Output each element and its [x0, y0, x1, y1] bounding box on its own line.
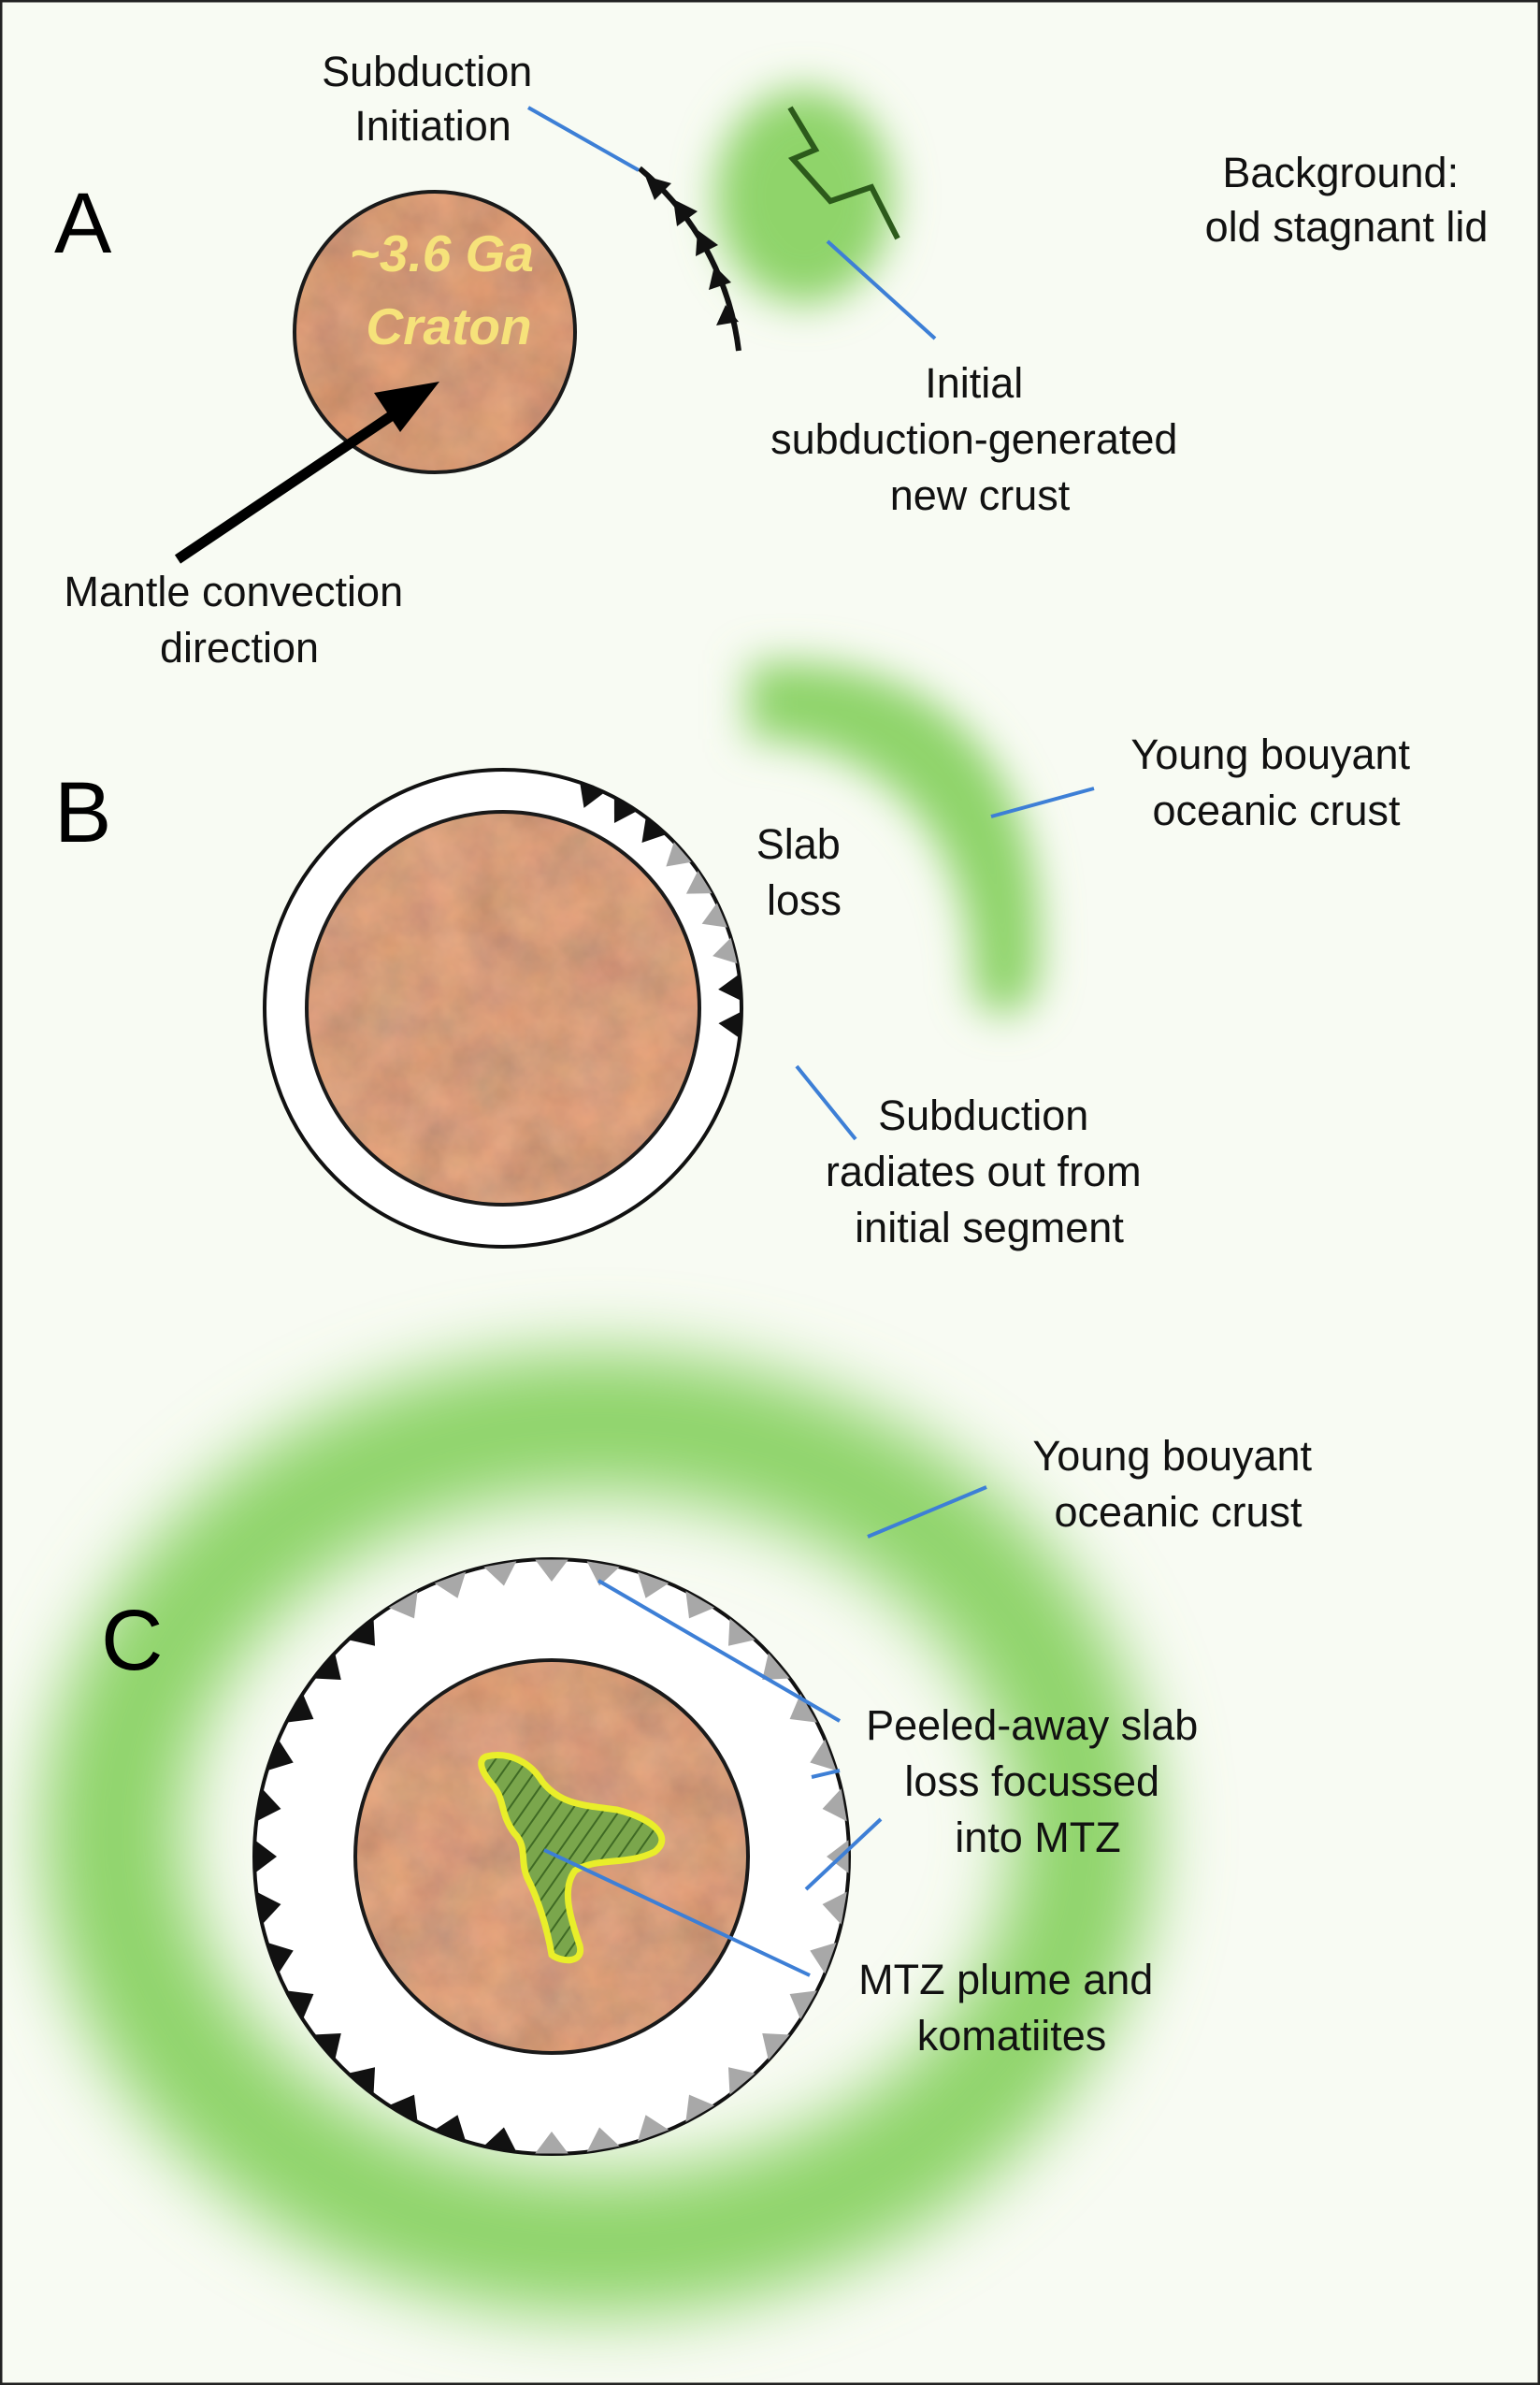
trench-tooth: [810, 1739, 837, 1771]
trench-tooth: [613, 797, 638, 823]
trench-tooth: [286, 1693, 314, 1723]
trench-tooth: [789, 1990, 817, 2020]
panel-letter-c: C: [101, 1593, 163, 1688]
trench-tooth: [637, 1571, 669, 1598]
panel-b: B Slab loss Young bouyant oceanic crust …: [54, 661, 1421, 1251]
trench-tooth: [535, 1559, 569, 1582]
young-crust-arc-b: [748, 661, 1040, 1016]
trench-tooth: [718, 974, 741, 1001]
young-crust-ring-c: [42, 1352, 1155, 2315]
trench-tooth: [727, 2067, 756, 2095]
label-new-crust: Initial subduction-generated new crust: [770, 359, 1189, 519]
leader-subduction-initiation: [527, 106, 640, 172]
trench-tooth: [348, 1618, 376, 1646]
label-plume: MTZ plume and komatiites: [858, 1956, 1165, 2060]
trench-teeth-c: [254, 1559, 849, 2154]
leader-peeled-3: [804, 1817, 883, 1891]
trench-tooth: [718, 1011, 741, 1038]
trench-tooth: [822, 1891, 847, 1925]
mantle-arrow-head: [374, 382, 439, 432]
trench-tooth: [762, 2032, 790, 2060]
trench-tooth: [666, 842, 692, 867]
panel-letter-b: B: [54, 765, 111, 860]
label-slab-loss: Slab loss: [756, 820, 853, 924]
trench-tooth: [256, 1891, 281, 1925]
leader-young-crust-b: [990, 787, 1095, 818]
trench-tooth: [535, 2132, 569, 2154]
trench-tooth: [348, 2067, 376, 2095]
new-crust-blob: [715, 89, 893, 304]
trench-tooth: [286, 1990, 314, 2020]
trench-tooth: [388, 2094, 418, 2122]
trench-teeth-a: [645, 176, 739, 325]
leader-radiates: [795, 1064, 857, 1141]
trench-tooth: [313, 1653, 341, 1681]
trench-tooth: [762, 1653, 790, 1681]
label-subduction-initiation: Subduction Initiation: [322, 48, 544, 150]
leader-young-crust-c: [867, 1485, 987, 1539]
trench-tooth: [434, 2115, 467, 2142]
leader-peeled-1: [597, 1579, 842, 1723]
trench-tooth: [313, 2032, 341, 2060]
trench-tooth: [727, 1618, 756, 1646]
ridge-zigzag: [787, 106, 900, 240]
trench-tooth: [483, 2127, 517, 2152]
trench-tooth: [580, 782, 605, 808]
label-mantle-convection: Mantle convection direction: [64, 568, 414, 672]
leader-plume: [543, 1848, 811, 1977]
trench-teeth-b: [580, 782, 741, 1038]
panel-c: C Young bouyant oceanic crust Peeled-awa…: [42, 1352, 1323, 2315]
trench-tooth: [827, 1840, 849, 1873]
label-young-crust-b: Young bouyant oceanic crust: [1130, 730, 1421, 834]
leader-peeled-2: [811, 1769, 841, 1779]
mantle-arrow-shaft: [174, 412, 395, 564]
craton-a: [295, 192, 575, 472]
label-background: Background: old stagnant lid: [1205, 149, 1489, 251]
leader-new-crust: [826, 239, 937, 340]
panel-letter-a: A: [54, 176, 112, 271]
label-craton: ~3.6 Ga Craton: [350, 224, 549, 355]
trench-tooth: [789, 1693, 817, 1723]
mtz-plume: [478, 1752, 666, 1964]
trench-tooth: [266, 1739, 294, 1771]
trench-tooth: [701, 903, 727, 928]
trench-tooth: [254, 1840, 277, 1873]
trench-tooth: [810, 1942, 837, 1974]
label-radiates: Subduction radiates out from initial seg…: [826, 1091, 1153, 1251]
label-young-crust-c: Young bouyant oceanic crust: [1032, 1432, 1323, 1536]
trench-tooth: [641, 817, 667, 844]
trench-tooth: [388, 1591, 418, 1619]
trench-tooth: [685, 2094, 715, 2122]
trench-tooth: [256, 1788, 281, 1822]
panel-a: A Subduction Initiation Background: old …: [54, 48, 1488, 672]
trench-tooth: [483, 1561, 517, 1586]
trench-tooth: [586, 2127, 620, 2152]
trench-tooth: [637, 2115, 669, 2142]
trench-tooth: [434, 1571, 467, 1598]
trench-tooth: [712, 937, 738, 964]
trench-tooth: [266, 1942, 294, 1974]
trench-tooth: [822, 1788, 847, 1822]
trench-tooth: [685, 1591, 715, 1619]
trench-tooth: [685, 871, 712, 894]
trench-tooth: [586, 1561, 620, 1586]
label-peeled: Peeled-away slab loss focussed into MTZ: [866, 1701, 1210, 1861]
craton-b: [307, 812, 699, 1205]
